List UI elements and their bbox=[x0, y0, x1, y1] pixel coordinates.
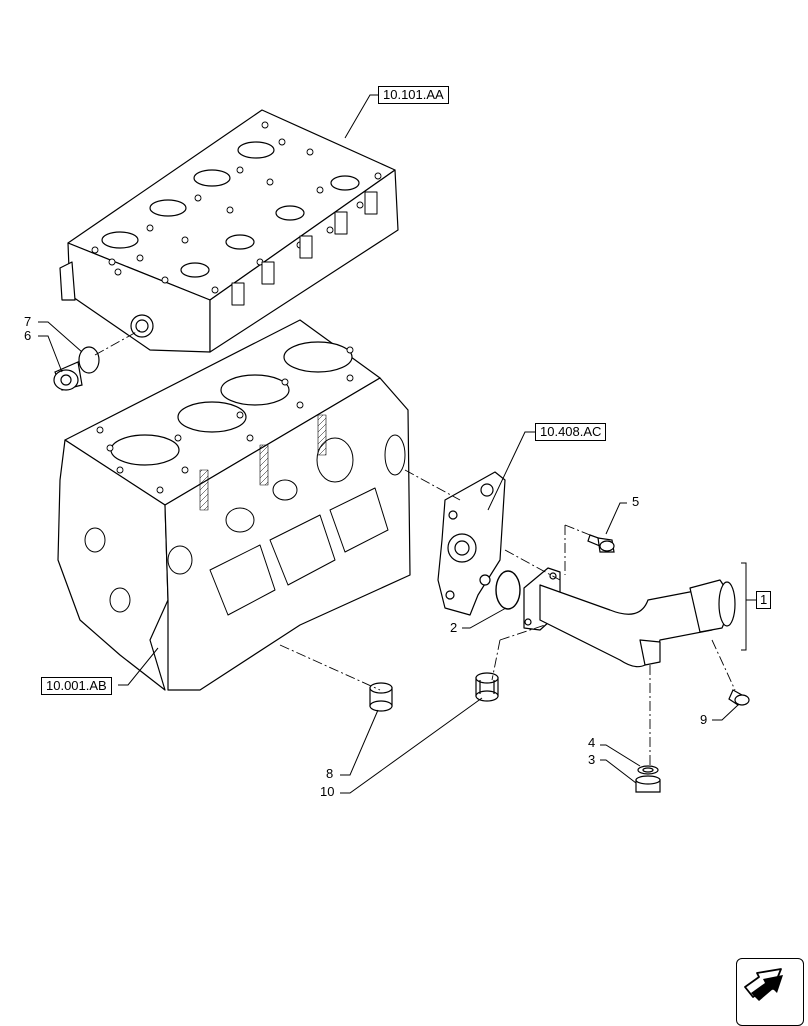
callout-10: 10 bbox=[320, 784, 335, 799]
callout-2: 2 bbox=[450, 620, 458, 635]
plug-6-and-o-ring-7-drawing bbox=[53, 346, 100, 391]
callout-9: 9 bbox=[700, 712, 708, 727]
callout-1: 1 bbox=[756, 591, 772, 609]
next-page-button[interactable] bbox=[736, 958, 804, 1026]
callout-3: 3 bbox=[588, 752, 596, 767]
reference-cylinder-head[interactable]: 10.101.AA bbox=[378, 86, 449, 104]
leader-lines bbox=[38, 94, 756, 794]
cylinder-head-drawing bbox=[59, 109, 399, 353]
o-ring-2-drawing bbox=[495, 570, 521, 610]
oil-pump-housing-drawing bbox=[437, 471, 506, 616]
oil-pipe-drawing bbox=[523, 567, 736, 668]
reference-crankcase[interactable]: 10.001.AB bbox=[41, 677, 112, 695]
plug-10-drawing bbox=[475, 672, 499, 702]
bolt-9-drawing bbox=[728, 689, 750, 706]
exploded-parts-diagram bbox=[38, 94, 756, 794]
callout-7: 7 bbox=[24, 314, 32, 329]
reference-oil-pump[interactable]: 10.408.AC bbox=[535, 423, 607, 441]
callout-6: 6 bbox=[24, 328, 32, 343]
alignment-lines bbox=[94, 329, 736, 765]
callout-5: 5 bbox=[632, 494, 640, 509]
plug-8-drawing bbox=[369, 682, 393, 712]
plug-3-and-washer-4-drawing bbox=[635, 765, 661, 793]
engine-block-drawing bbox=[57, 319, 411, 691]
bolt-5-drawing bbox=[587, 534, 615, 553]
callout-8: 8 bbox=[326, 766, 334, 781]
next-page-arrow-icon bbox=[744, 968, 783, 1001]
callout-4: 4 bbox=[588, 735, 596, 750]
